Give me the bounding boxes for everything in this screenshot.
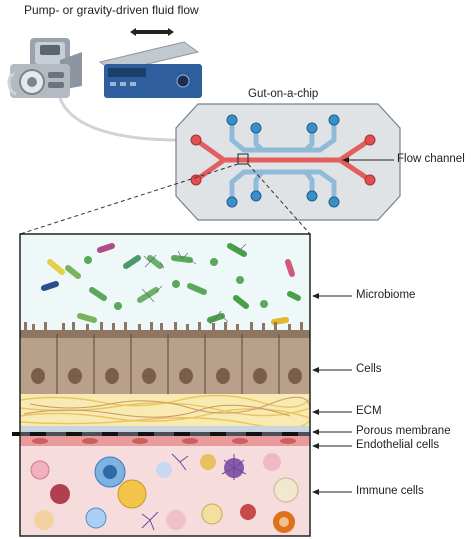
- tubing: [58, 97, 185, 142]
- cells-label: Cells: [356, 363, 382, 375]
- immune-cells-label: Immune cells: [356, 485, 424, 497]
- rocker-platform-icon: [98, 28, 202, 98]
- flow-channel-label: Flow channel: [397, 153, 465, 165]
- cross-section: [12, 233, 311, 537]
- chip-label: Gut-on-a-chip: [248, 88, 319, 100]
- microbiome-label: Microbiome: [356, 289, 416, 301]
- porous-membrane-label: Porous membrane: [356, 425, 451, 437]
- peristaltic-pump-icon: [7, 38, 82, 98]
- ecm-label: ECM: [356, 405, 382, 417]
- gut-chip: [175, 103, 401, 221]
- zoom-line-right: [247, 163, 311, 235]
- endothelial-cells-label: Endothelial cells: [356, 439, 440, 451]
- zoom-line-left: [19, 163, 239, 235]
- pump-label: Pump- or gravity-driven fluid flow: [24, 3, 199, 17]
